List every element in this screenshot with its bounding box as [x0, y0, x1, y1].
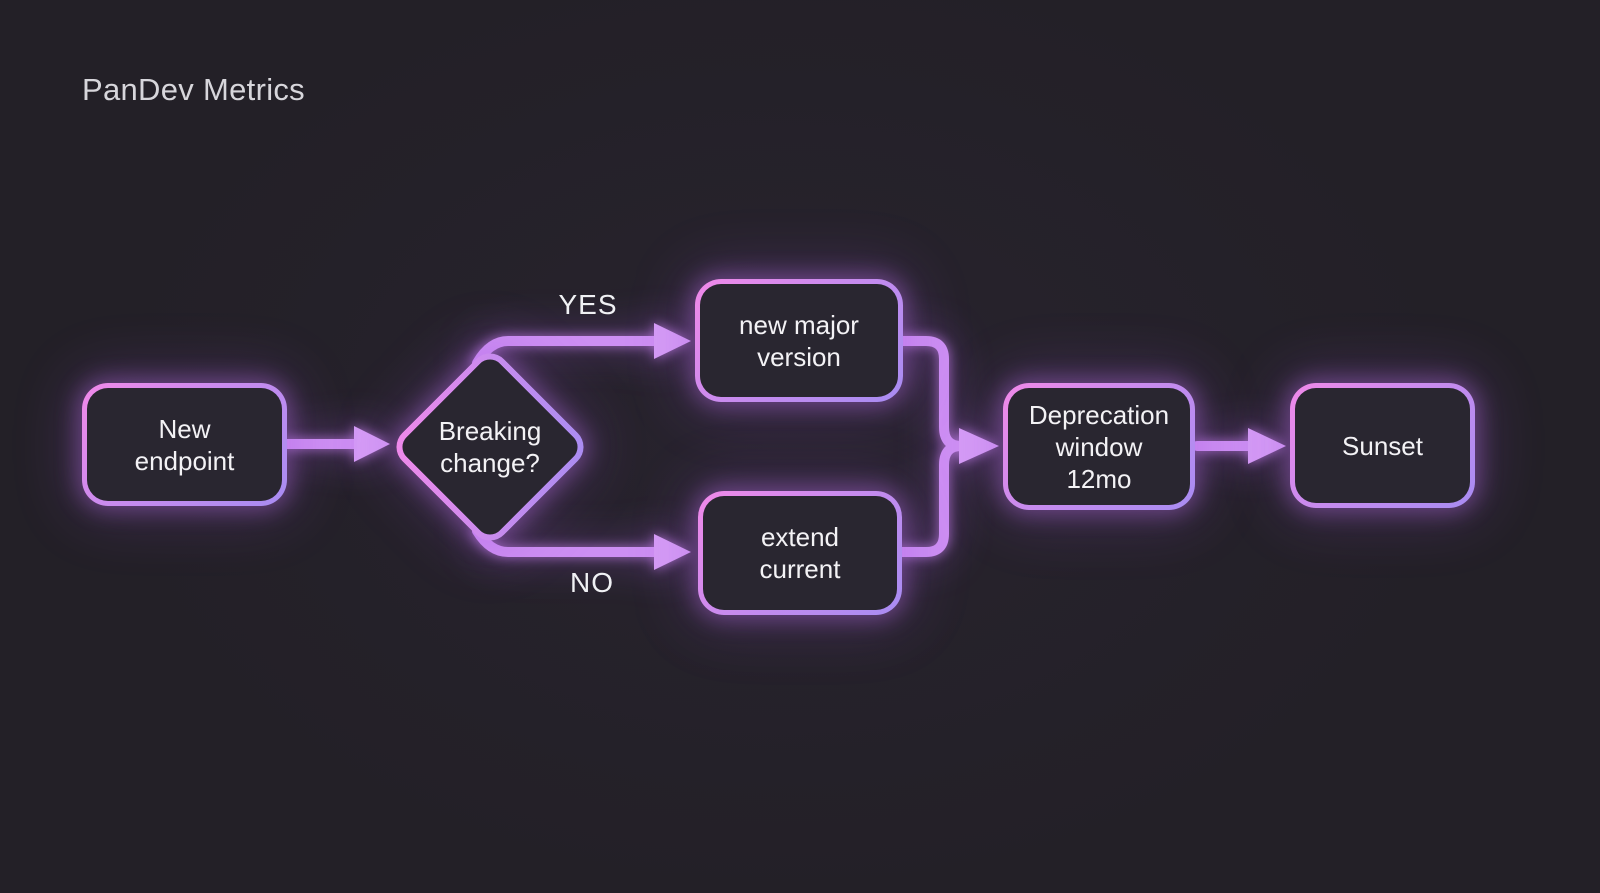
node-sunset-label: Sunset	[1342, 430, 1423, 461]
node-new-major-version: new major version	[695, 279, 903, 402]
page-title: PanDev Metrics	[82, 72, 305, 107]
node-extend-current-label: extend current	[759, 522, 841, 584]
arrowhead-into-extend-current	[654, 534, 691, 570]
node-extend-current: extend current	[698, 491, 902, 615]
node-new-endpoint-label: New endpoint	[134, 413, 235, 476]
node-new-major-version-label: new major version	[739, 309, 859, 372]
arrowhead-into-deprecation	[959, 428, 999, 464]
node-deprecation-window: Deprecation window 12mo	[1003, 383, 1195, 510]
edge-new-major-to-merge	[896, 336, 966, 451]
edge-extend-current-to-merge	[895, 441, 966, 557]
node-deprecation-window-label: Deprecation window 12mo	[1028, 399, 1170, 494]
decision-inner: Breaking change?	[418, 375, 562, 519]
edge-label-yes: YES	[558, 289, 618, 320]
node-breaking-change-label: Breaking change?	[438, 416, 542, 478]
arrowhead-into-new-major	[654, 323, 691, 359]
node-new-endpoint: New endpoint	[82, 383, 287, 506]
arrowhead-into-sunset	[1248, 428, 1286, 464]
node-sunset: Sunset	[1290, 383, 1475, 508]
node-breaking-change-decision: Breaking change?	[388, 345, 592, 549]
edge-label-no: NO	[570, 567, 614, 598]
arrowhead-into-decision	[354, 426, 390, 462]
